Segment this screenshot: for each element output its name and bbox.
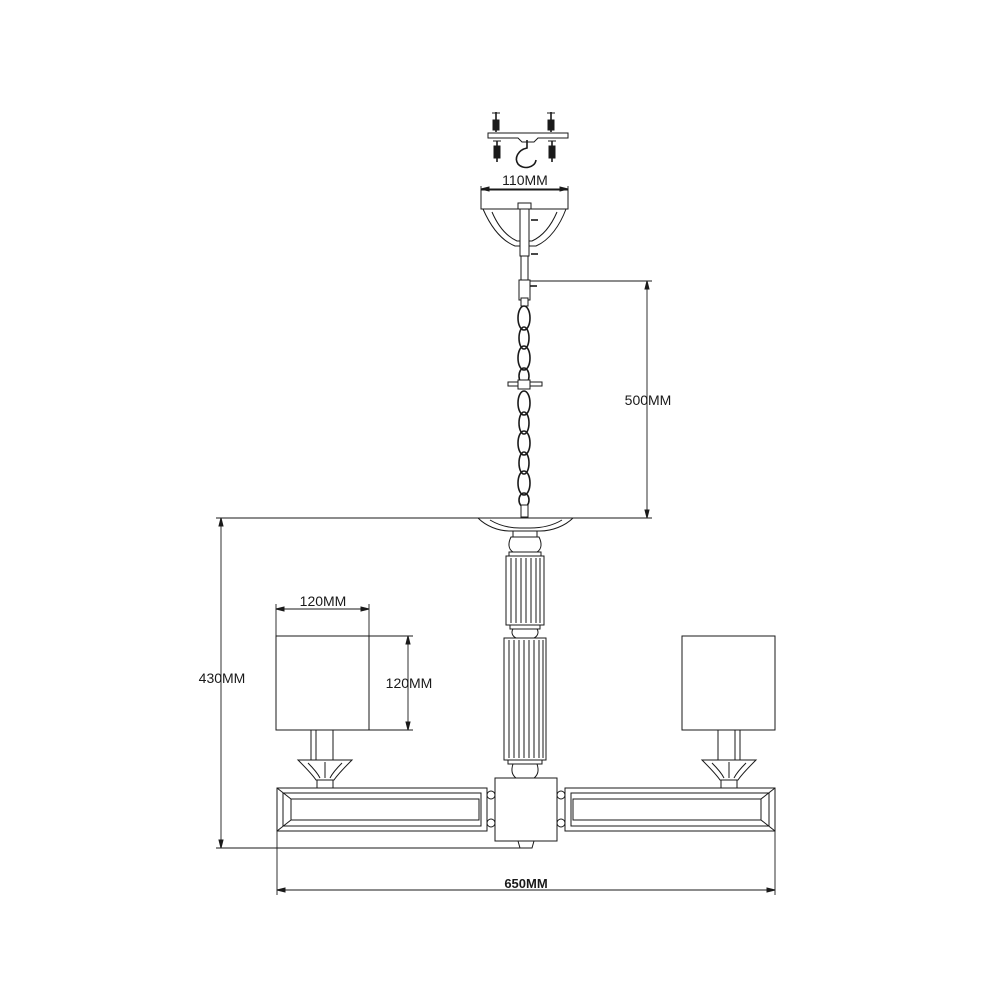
- right-lamp-shade: [681, 635, 776, 731]
- right-arm: [564, 787, 776, 832]
- left-arm: [276, 787, 488, 832]
- ceiling-hook: [515, 140, 537, 169]
- screw-icon: [547, 112, 555, 132]
- chain-length-label: 500MM: [625, 392, 672, 408]
- mounting-hardware: [487, 112, 569, 169]
- mounting-bracket: [487, 132, 569, 143]
- dimension-lines: [216, 186, 776, 895]
- total-width-label: 650MM: [504, 876, 547, 891]
- central-stem: [503, 530, 547, 779]
- shade-height-label: 120MM: [386, 675, 433, 691]
- screw-icon: [493, 140, 501, 162]
- body-top-cup: [476, 517, 575, 532]
- dimension-labels: 110MM 500MM 430MM 120MM 120MM 650MM: [199, 172, 672, 891]
- central-hub: [486, 777, 566, 849]
- fluting-lower: [508, 640, 544, 758]
- right-lamp: [681, 635, 776, 789]
- ceiling-canopy: [480, 189, 569, 257]
- shade-width-label: 120MM: [300, 593, 347, 609]
- fluting-upper: [510, 558, 541, 623]
- chain: [507, 255, 543, 518]
- left-lamp: [275, 635, 370, 789]
- screw-icon: [548, 140, 556, 162]
- canopy-width-label: 110MM: [502, 172, 548, 188]
- body-height-label: 430MM: [199, 670, 246, 686]
- left-lamp-shade: [275, 635, 370, 731]
- screw-icon: [492, 112, 500, 132]
